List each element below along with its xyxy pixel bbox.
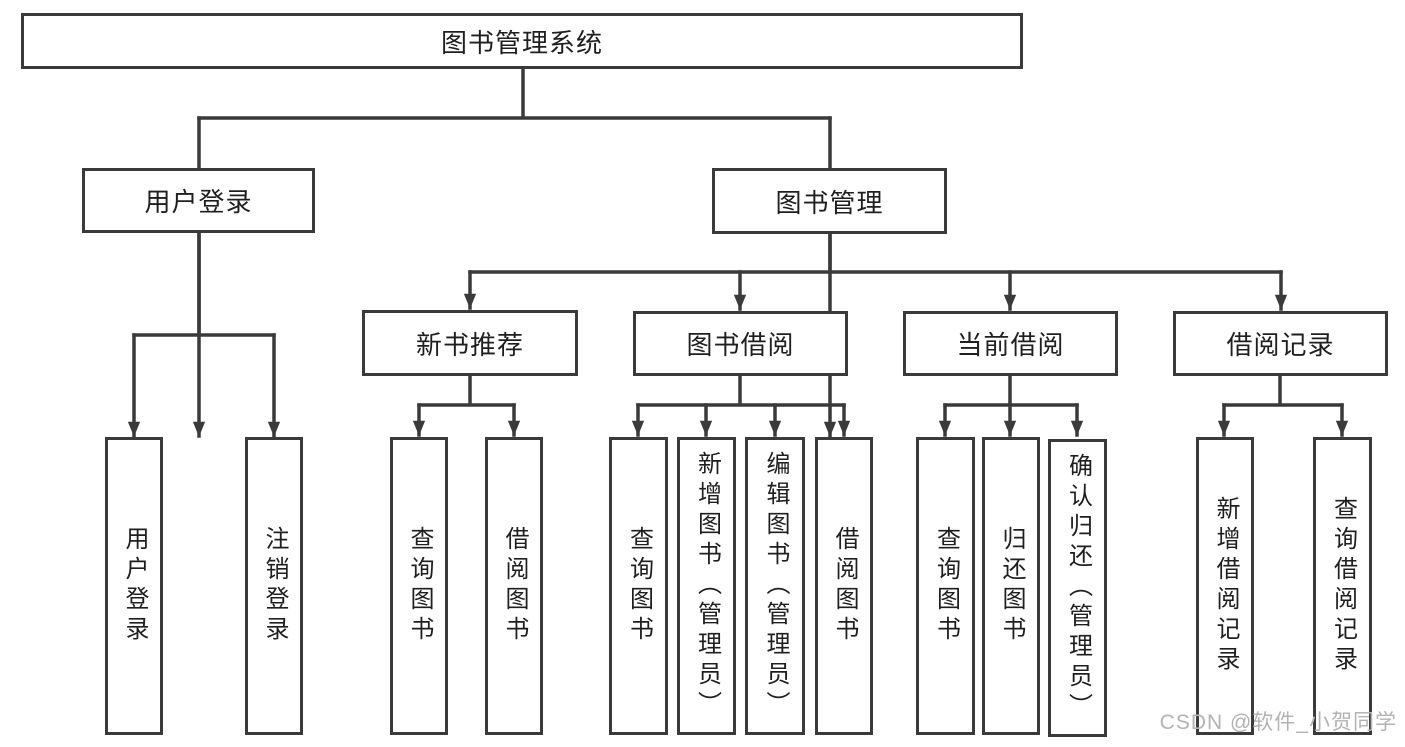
- node-library-management-system: 图书管理系统: [21, 13, 1023, 69]
- node-current-borrow: 当前借阅: [903, 311, 1118, 376]
- leaf-add-book-admin: 新增图书（管理员）: [677, 437, 736, 735]
- node-label: 查询图书: [406, 526, 433, 646]
- node-label: 图书借阅: [686, 330, 795, 360]
- node-book-borrow: 图书借阅: [633, 311, 848, 376]
- node-book-management: 图书管理: [712, 168, 947, 234]
- node-label: 借阅图书: [831, 526, 858, 646]
- node-label: 确认归还（管理员）: [1064, 453, 1092, 723]
- leaf-edit-book-admin: 编辑图书（管理员）: [745, 437, 805, 735]
- node-user-login: 用户登录: [82, 168, 315, 233]
- node-label: 注销登录: [261, 526, 288, 646]
- node-new-book-recommend: 新书推荐: [362, 310, 578, 376]
- node-label: 新增图书（管理员）: [693, 451, 721, 721]
- node-label: 借阅记录: [1226, 330, 1335, 360]
- node-label: 用户登录: [144, 187, 253, 217]
- leaf-add-borrow-record: 新增借阅记录: [1196, 437, 1254, 735]
- node-label: 用户登录: [121, 526, 148, 646]
- leaf-confirm-return-admin: 确认归还（管理员）: [1048, 439, 1107, 737]
- node-label: 图书管理: [775, 187, 884, 218]
- node-label: 当前借阅: [956, 330, 1065, 360]
- node-label: 借阅图书: [501, 526, 528, 646]
- leaf-borrow-query-book: 查询图书: [609, 437, 668, 735]
- node-label: 查询图书: [932, 526, 960, 646]
- leaf-return-book: 归还图书: [982, 437, 1040, 735]
- leaf-logout: 注销登录: [245, 437, 303, 735]
- node-label: 新增借阅记录: [1212, 496, 1239, 676]
- watermark: CSDN @软件_小贺同学: [1159, 711, 1397, 734]
- leaf-user-login: 用户登录: [105, 437, 163, 735]
- node-label: 编辑图书（管理员）: [762, 451, 789, 721]
- node-label: 新书推荐: [415, 329, 524, 360]
- leaf-borrow-book: 借阅图书: [815, 437, 873, 735]
- leaf-query-borrow-record: 查询借阅记录: [1313, 437, 1372, 735]
- leaf-recommend-borrow-book: 借阅图书: [485, 437, 543, 735]
- node-borrow-records: 借阅记录: [1173, 311, 1388, 376]
- node-label: 图书管理系统: [440, 27, 603, 58]
- node-label: 查询借阅记录: [1329, 496, 1357, 676]
- leaf-current-query-book: 查询图书: [916, 437, 975, 735]
- node-label: 查询图书: [625, 526, 653, 646]
- leaf-recommend-query-book: 查询图书: [390, 437, 448, 735]
- node-label: 归还图书: [998, 526, 1025, 646]
